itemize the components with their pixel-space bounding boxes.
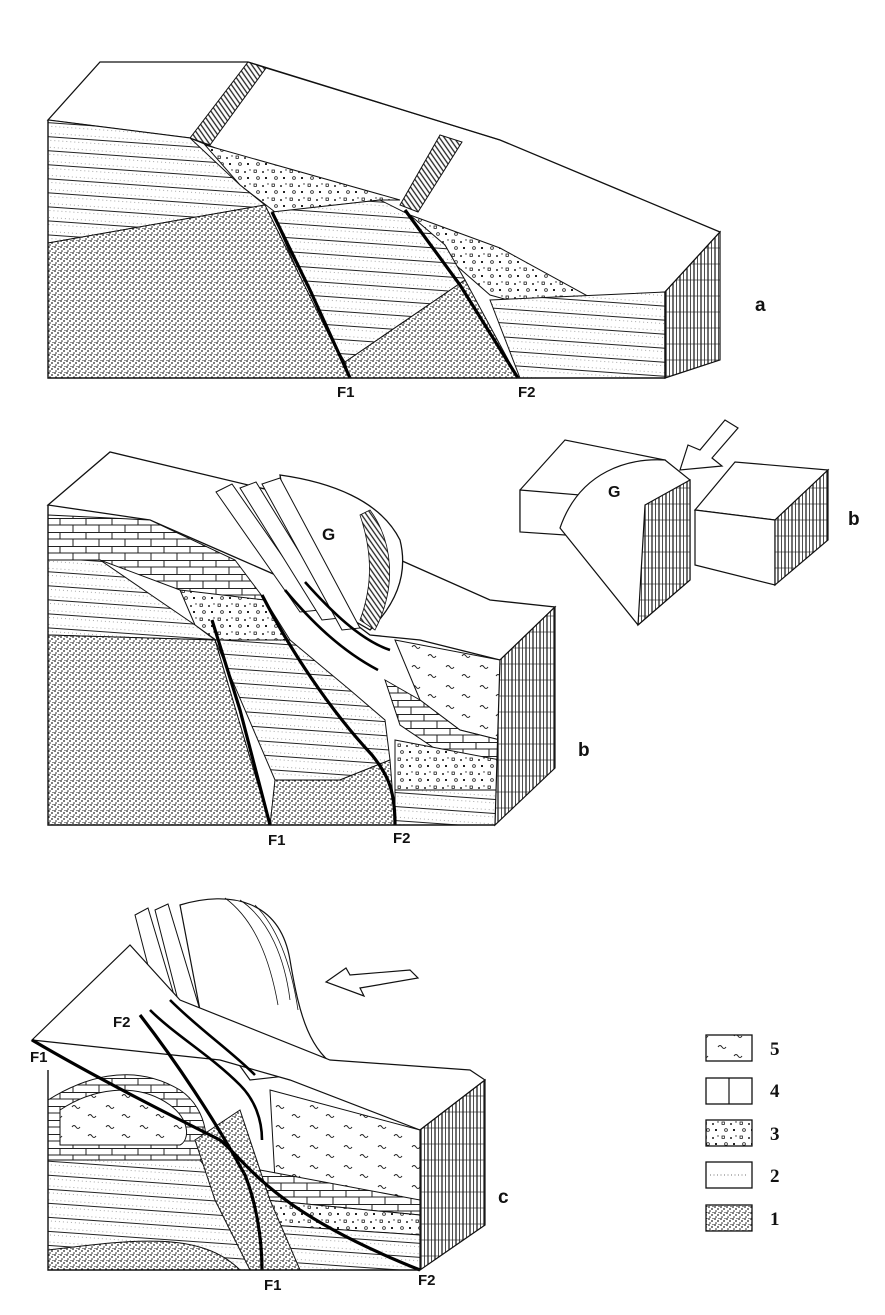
panel-label-c: c bbox=[498, 1187, 509, 1208]
legend-label: 1 bbox=[770, 1209, 780, 1230]
legend-item-2: 2 bbox=[705, 1161, 780, 1189]
arrow-c-icon bbox=[324, 967, 420, 998]
scarp-lower-a bbox=[399, 134, 463, 213]
fault-f2-b bbox=[260, 594, 397, 826]
legend-label: 5 bbox=[770, 1039, 780, 1060]
fault-f2-a bbox=[403, 209, 520, 379]
fault-splay-b2 bbox=[304, 581, 391, 652]
f1-label-c-left: F1 bbox=[30, 1049, 48, 1066]
f2-label-c-top: F2 bbox=[113, 1014, 131, 1031]
panel-label-a: a bbox=[755, 295, 766, 316]
legend-label: 2 bbox=[770, 1166, 780, 1187]
block-diagram-c: F1 F2 F1 F2 c bbox=[30, 897, 509, 1294]
panel-label-inset: b bbox=[848, 509, 860, 530]
legend-item-5: 5 bbox=[705, 1034, 780, 1062]
f2-label-a: F2 bbox=[518, 384, 536, 401]
f1-label-a: F1 bbox=[337, 384, 355, 401]
legend: 5 4 3 2 1 bbox=[705, 1034, 780, 1232]
f2-label-b: F2 bbox=[393, 830, 411, 847]
side-face-c bbox=[419, 1078, 486, 1272]
panel-label-b: b bbox=[578, 740, 590, 761]
layer5-core-c bbox=[59, 1089, 188, 1146]
fault-f1-a bbox=[270, 211, 352, 379]
legend-item-1: 1 bbox=[705, 1204, 780, 1232]
terrace-edge-a bbox=[247, 61, 501, 141]
legend-item-4: 4 bbox=[705, 1077, 780, 1105]
inset-arrow-icon bbox=[679, 419, 739, 471]
fault-splay-c1 bbox=[149, 1009, 264, 1141]
fold-lines-c bbox=[224, 897, 299, 1011]
block-g-face-b bbox=[359, 509, 390, 631]
fault-f1-b bbox=[210, 619, 272, 826]
legend-label: 3 bbox=[770, 1124, 780, 1145]
g-label-b: G bbox=[322, 525, 335, 544]
f1-label-c: F1 bbox=[264, 1277, 282, 1294]
thin-slabs3-b bbox=[261, 477, 361, 631]
outline-a bbox=[47, 120, 666, 379]
g-label-inset: G bbox=[608, 484, 620, 501]
f2-label-c: F2 bbox=[418, 1272, 436, 1289]
legend-label: 4 bbox=[770, 1081, 780, 1102]
fault-f1-c bbox=[138, 1014, 264, 1271]
side-face-b bbox=[494, 605, 556, 827]
fault-splay-c2 bbox=[169, 999, 256, 1076]
layer2-right-a bbox=[489, 291, 666, 379]
layer2-right-b bbox=[394, 789, 501, 826]
f1-label-b: F1 bbox=[268, 832, 286, 849]
inset-right-block-side bbox=[774, 468, 829, 587]
block-diagram-a: F1 F2 a bbox=[46, 61, 766, 401]
block-diagram-b: G F1 F2 b bbox=[46, 451, 590, 849]
layer1-core-c bbox=[47, 1240, 242, 1271]
fault-f2-c bbox=[31, 1038, 421, 1272]
outline-b bbox=[47, 505, 495, 826]
surface-c bbox=[30, 944, 487, 1131]
inset-diagram-b: G b bbox=[519, 419, 860, 627]
outline-c bbox=[47, 1070, 420, 1271]
inset-g-face bbox=[637, 478, 691, 627]
legend-item-3: 3 bbox=[705, 1119, 780, 1147]
inset-right-block-front bbox=[694, 509, 776, 586]
fault-splay-b1 bbox=[284, 589, 379, 672]
